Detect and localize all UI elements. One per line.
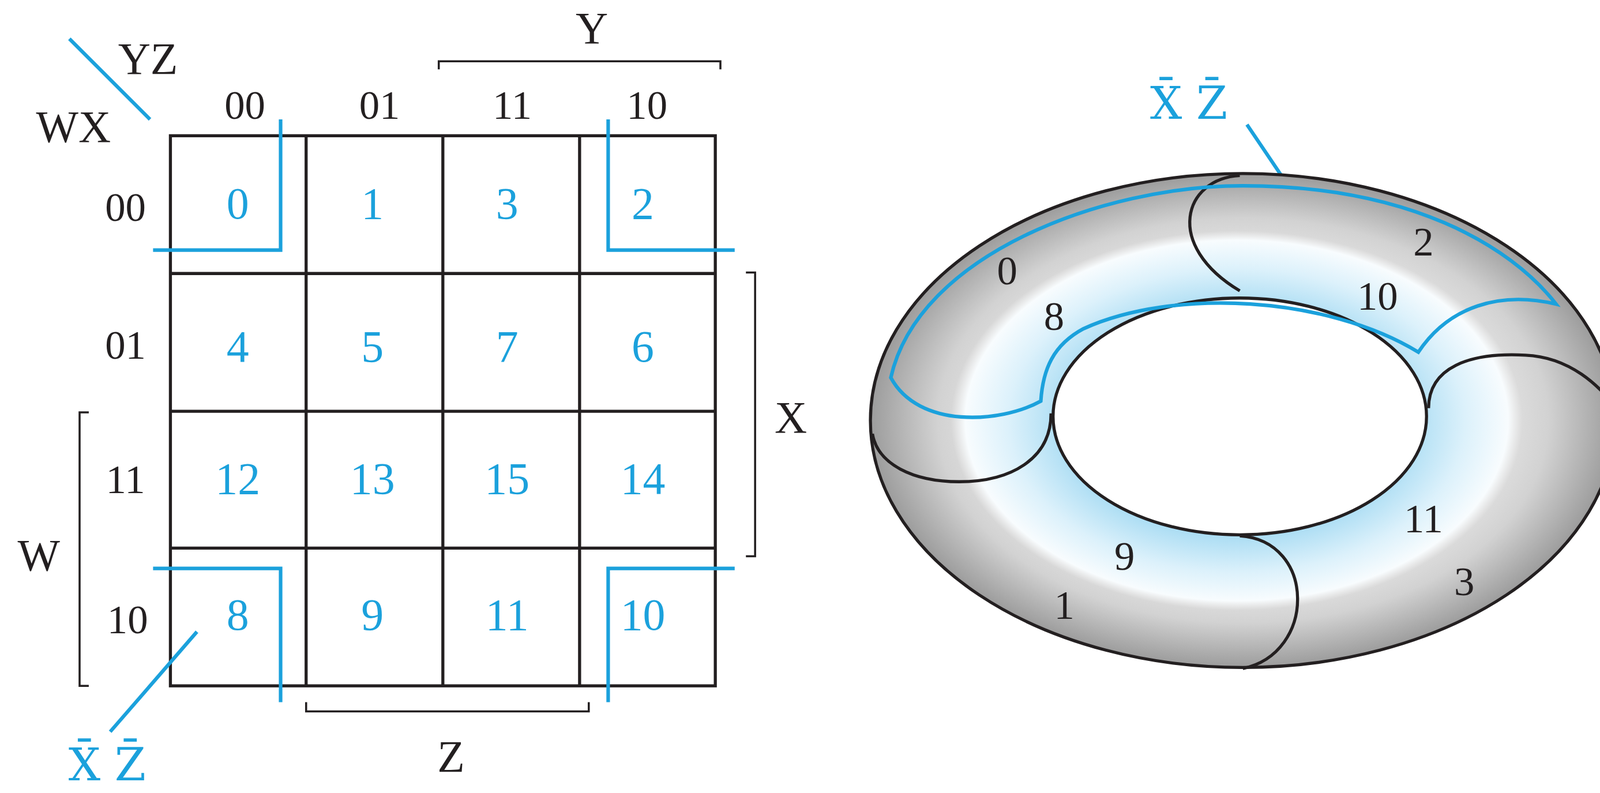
cell-number: 0 <box>226 181 250 227</box>
cell-number: 1 <box>361 181 384 227</box>
torus-outer <box>870 173 1600 668</box>
corner-mark <box>152 119 281 251</box>
axis-label: Z <box>437 734 465 780</box>
cell-number: 4 <box>226 324 250 370</box>
axis-label: 9 <box>1114 535 1135 577</box>
cell-number: 15 <box>484 457 530 503</box>
leader-line <box>110 631 197 732</box>
grid-border <box>170 135 716 686</box>
torus-hole <box>1053 298 1427 536</box>
cell-number: 9 <box>361 592 384 638</box>
seam <box>872 413 1052 483</box>
corner-mark <box>607 119 735 251</box>
axis-label: 01 <box>104 324 146 366</box>
y-bracket <box>438 61 721 70</box>
x-bracket <box>745 272 756 557</box>
brackets <box>79 61 756 712</box>
axis-label: 11 <box>1403 497 1444 539</box>
axis-label: 10 <box>1357 275 1399 317</box>
cell-number: 13 <box>350 457 396 503</box>
group-outline <box>890 185 1556 418</box>
axis-label: 10 <box>107 598 149 640</box>
w-bracket <box>79 412 89 686</box>
corner-mark <box>152 568 281 703</box>
axis-label: 10 <box>626 84 668 126</box>
axis-label: 00 <box>104 186 146 228</box>
cell-number: 3 <box>496 181 519 227</box>
axis-label: 11 <box>106 459 146 501</box>
cell-number: X̄ Z̄ <box>68 742 146 788</box>
axis-label: 3 <box>1454 561 1475 603</box>
axis-label: 0 <box>996 249 1017 291</box>
z-bracket <box>306 702 589 712</box>
axis-label: 1 <box>1054 584 1075 626</box>
axis-label: W <box>17 533 60 579</box>
kmap-grid <box>170 135 716 686</box>
cell-number: 8 <box>226 592 250 638</box>
cell-number: 12 <box>215 457 261 503</box>
axis-label: YZ <box>118 36 179 82</box>
torus-seams <box>872 175 1600 669</box>
seam <box>1239 535 1298 669</box>
seam <box>1189 175 1241 291</box>
axis-label: 2 <box>1413 221 1434 263</box>
axis-label: 01 <box>359 84 401 126</box>
axis-label: 11 <box>492 84 532 126</box>
axis-label: 00 <box>224 84 266 126</box>
cell-number: 11 <box>485 592 529 638</box>
grid-lines <box>170 135 716 686</box>
axis-label: X <box>774 395 807 441</box>
axis-label: 8 <box>1043 295 1065 337</box>
axis-label: WX <box>36 104 112 150</box>
seam <box>1428 354 1600 409</box>
cell-number: 2 <box>631 181 655 227</box>
corner-mark <box>607 568 735 703</box>
cell-number: 5 <box>361 324 384 370</box>
torus <box>870 173 1600 669</box>
cell-number: 6 <box>631 324 655 370</box>
cell-number: X̄ Z̄ <box>1150 81 1228 127</box>
axis-label: Y <box>575 6 608 52</box>
cell-number: 7 <box>496 324 519 370</box>
cell-number: 14 <box>620 457 666 503</box>
cell-number: 10 <box>620 592 666 638</box>
